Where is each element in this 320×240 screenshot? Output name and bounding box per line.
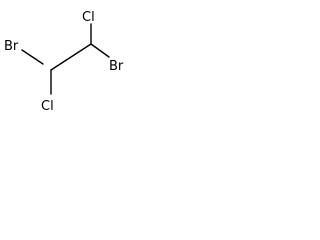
bond-c1-c2 (50, 43, 92, 71)
atom-label-br-right: Br (109, 59, 124, 74)
structure-diagram: Br Cl Cl Br (4, 10, 124, 114)
bond-br1-c1 (21, 49, 44, 65)
bond-c2-br2 (90, 43, 110, 58)
atom-label-br-left: Br (4, 39, 19, 54)
atom-label-cl-top: Cl (82, 10, 95, 25)
atom-label-cl-bottom: Cl (41, 99, 54, 114)
